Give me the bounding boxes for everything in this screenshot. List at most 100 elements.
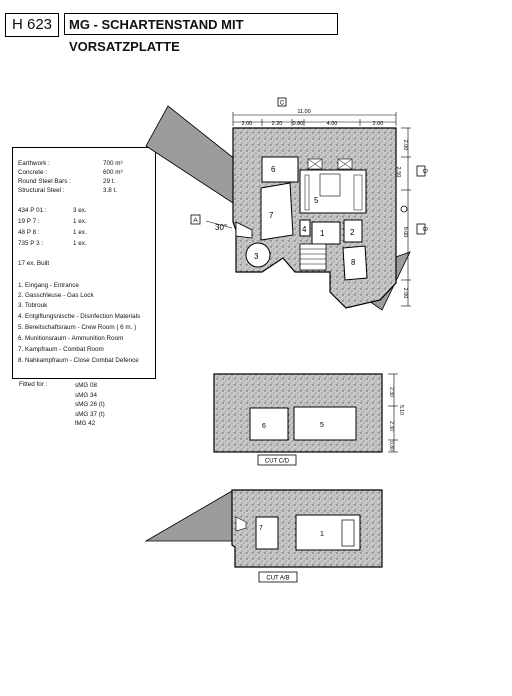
room-1 xyxy=(311,221,341,245)
dimension-label: 2.50 xyxy=(395,167,401,178)
room-3 xyxy=(245,242,271,268)
room-number: 8 xyxy=(351,258,356,267)
cut-cd-label: CUT C/D xyxy=(265,459,290,465)
material-label: Structural Steel : xyxy=(18,187,65,194)
fitting-label: 19 P 7 : xyxy=(18,218,40,225)
room-legend-item: 3. Tobrouk xyxy=(18,302,48,309)
svg-text:D: D xyxy=(421,169,427,174)
room-number: 7 xyxy=(269,211,274,220)
dimension-label: 0.80 xyxy=(388,441,394,451)
cut-cd-label-box xyxy=(257,454,297,466)
cut-ab-label-box xyxy=(258,571,298,583)
section-cut-ab: 7 1 CUT A/B xyxy=(144,489,383,583)
fitting-label: 735 P 3 : xyxy=(18,240,44,247)
fitting-value: 1 ex. xyxy=(73,218,87,225)
material-value: 29 t. xyxy=(103,178,116,185)
angle-label: 30° xyxy=(215,223,227,232)
room-number: 2 xyxy=(350,228,355,237)
weapon-item: sMG 37 (t) xyxy=(75,410,105,418)
material-label: Round Steel Bars : xyxy=(18,178,71,185)
bunk-bed xyxy=(304,174,310,211)
room-number: 7 xyxy=(259,525,263,532)
room-number: 6 xyxy=(271,165,276,174)
cut-ab-embrasure xyxy=(235,516,247,532)
dimension-label: 4.00 xyxy=(327,121,338,127)
fitting-label: 48 P 8 : xyxy=(18,229,40,236)
section-marker-c: C xyxy=(277,97,287,107)
material-label: Earthwork : xyxy=(18,160,50,167)
material-value: 600 m³ xyxy=(103,169,123,176)
room-legend-item: 6. Munitionsraum - Ammunition Room xyxy=(18,335,124,342)
dimension-label: 2.00 xyxy=(402,288,408,299)
crew-table xyxy=(319,173,341,197)
room-number: 5 xyxy=(320,422,324,429)
room-7 xyxy=(260,182,294,241)
cut-ab-door xyxy=(341,519,355,547)
room-number: 5 xyxy=(314,196,319,205)
built-count: 17 ex. Built xyxy=(18,260,50,267)
room-legend-item: 1. Eingang - Entrance xyxy=(18,282,79,289)
room-8 xyxy=(342,245,368,281)
room-number: 1 xyxy=(320,229,325,238)
room-legend-item: 5. Bereitschaftsraum - Crew Room ( 6 m. … xyxy=(18,324,137,331)
bunk-bed xyxy=(353,174,363,211)
material-label: Concrete : xyxy=(18,169,48,176)
room-4 xyxy=(299,219,311,237)
dimension-label: 2.30 xyxy=(388,387,394,397)
weapon-list: sMG 08 sMG 34 sMG 26 (t) sMG 37 (t) lMG … xyxy=(75,381,105,429)
fitted-for-block: Fitted for : xyxy=(19,381,47,390)
material-value: 3.8 t. xyxy=(103,187,118,194)
fitting-label: 434 P 01 : xyxy=(18,207,47,214)
cut-ab-room-7 xyxy=(255,516,279,550)
fitted-for-label: Fitted for : xyxy=(19,381,48,388)
dimension-label: 2.00 xyxy=(242,121,253,127)
room-2 xyxy=(343,219,363,243)
bunker-code: H 623 xyxy=(5,13,59,37)
entrance-stairs xyxy=(299,243,327,271)
top-dimensions xyxy=(232,112,397,126)
room-number: 6 xyxy=(262,423,266,430)
cut-cd-room-6 xyxy=(249,407,289,441)
weapon-item: sMG 34 xyxy=(75,391,98,399)
weapon-item: sMG 08 xyxy=(75,382,98,389)
material-value: 700 m³ xyxy=(103,160,123,167)
fitting-value: 3 ex. xyxy=(73,207,87,214)
dimension-label: 0.80 xyxy=(293,121,304,127)
dimension-label: 2.30 xyxy=(388,421,394,431)
cut-ab-earth xyxy=(144,490,233,542)
specification-panel: Earthwork : 700 m³ Concrete : 600 m³ Rou… xyxy=(12,147,156,379)
room-number: 1 xyxy=(320,531,324,538)
fitting-value: 1 ex. xyxy=(73,240,87,247)
bunker-title: MG - SCHARTENSTAND MIT VORSATZPLATTE xyxy=(64,13,338,54)
dimension-label: 11.00 xyxy=(297,109,310,115)
fitting-value: 1 ex. xyxy=(73,229,87,236)
room-legend-item: 7. Kampfraum - Combat Room xyxy=(18,346,104,353)
hatch-icon xyxy=(400,205,408,213)
room-6 xyxy=(261,156,299,183)
dimension-label: 9.00 xyxy=(402,227,408,238)
angle-arrow xyxy=(205,220,233,229)
dimension-label: 2.00 xyxy=(373,121,384,127)
section-marker-b: B xyxy=(416,223,427,235)
room-number: 4 xyxy=(302,225,307,234)
floor-plan: 1 2 3 4 5 6 7 8 11.00 2.00 2.20 0.80 4.0… xyxy=(145,97,427,311)
svg-text:B: B xyxy=(421,227,427,231)
section-marker-a: A xyxy=(190,214,201,225)
cut-cd-dimensions xyxy=(388,373,398,453)
dimension-label: 2.20 xyxy=(272,121,283,127)
embrasure xyxy=(235,221,253,239)
cut-cd-room-5 xyxy=(293,406,357,441)
room-legend-item: 2. Gasschleuse - Gas Lock xyxy=(18,292,94,299)
dimension-label: 2.00 xyxy=(402,140,408,151)
concrete-body xyxy=(232,127,397,309)
section-cut-cd: 6 5 2.30 5.10 2.30 0.80 CUT C/D xyxy=(213,373,404,466)
room-legend-item: 4. Entgiftungsnische - Disinfection Mate… xyxy=(18,313,141,320)
earth-embankment xyxy=(145,105,237,206)
section-marker-d: D xyxy=(416,165,427,177)
right-dimensions xyxy=(401,127,411,307)
room-5 xyxy=(299,169,367,214)
weapon-item: sMG 26 (t) xyxy=(75,401,105,408)
room-number: 3 xyxy=(254,252,259,261)
weapon-item: lMG 42 xyxy=(75,420,96,427)
dimension-label: 5.10 xyxy=(398,405,404,415)
